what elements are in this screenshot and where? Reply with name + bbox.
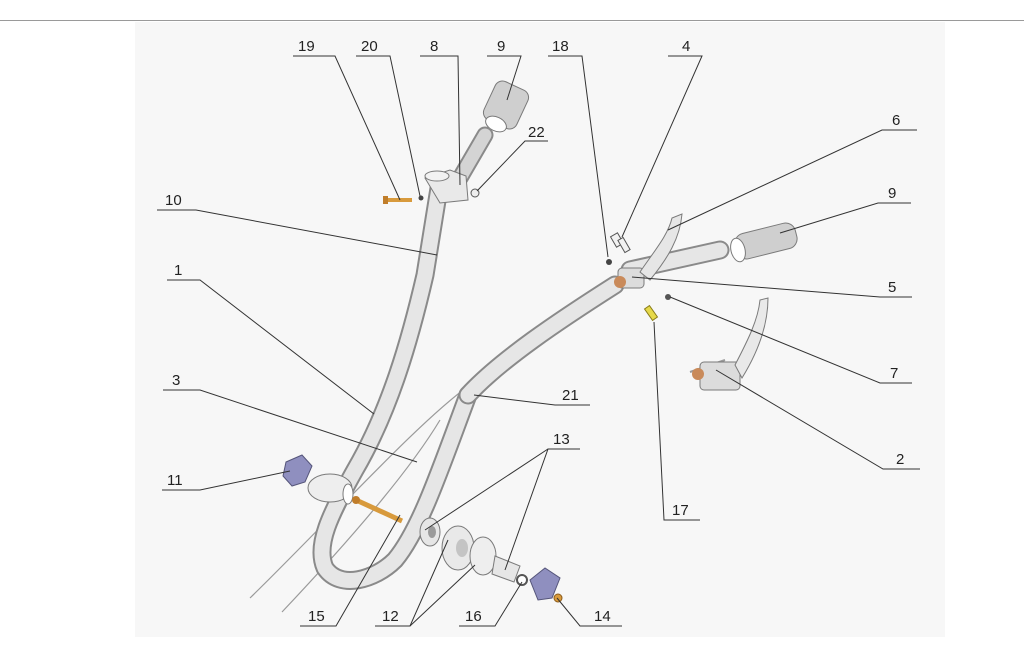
leader-17 <box>653 321 700 521</box>
leader-18 <box>548 55 609 258</box>
callout-numbers: 19 20 8 9 18 4 22 6 9 10 5 1 7 3 21 2 13… <box>165 38 904 625</box>
leader-3 <box>163 389 418 463</box>
leader-19 <box>293 55 401 201</box>
upper-grip <box>482 80 530 133</box>
leader-4 <box>621 55 703 238</box>
top-rule <box>0 20 1024 21</box>
lever-assembly-2 <box>689 297 769 391</box>
right-lever <box>639 213 683 281</box>
callout-15: 15 <box>308 608 325 625</box>
leader-lines <box>157 55 920 627</box>
callout-18: 18 <box>552 38 569 55</box>
leader-13b <box>504 448 580 571</box>
cable <box>249 384 471 599</box>
leader-9b <box>779 202 911 234</box>
leader-2 <box>715 369 920 470</box>
callout-20: 20 <box>361 38 378 55</box>
leader-6 <box>667 129 917 231</box>
copper-ring-right <box>614 276 626 288</box>
callout-5: 5 <box>888 279 896 296</box>
leader-20 <box>356 55 421 197</box>
upper-clamp-cap <box>424 170 450 182</box>
leader-1 <box>167 279 375 415</box>
part-20 <box>418 195 424 201</box>
part-7 <box>665 294 671 300</box>
leader-8 <box>420 55 461 186</box>
callout-9b: 9 <box>888 185 896 202</box>
callout-14: 14 <box>594 608 611 625</box>
bolt-15 <box>352 496 404 524</box>
leader-11 <box>162 470 291 491</box>
callout-17: 17 <box>672 502 689 519</box>
callout-2: 2 <box>896 451 904 468</box>
bolt-19 <box>383 196 412 204</box>
callout-13: 13 <box>553 431 570 448</box>
callout-1: 1 <box>174 262 182 279</box>
knob-14 <box>529 567 563 603</box>
disc-12b <box>469 536 497 576</box>
cone-13b <box>491 555 521 583</box>
callout-8: 8 <box>430 38 438 55</box>
callout-11: 11 <box>167 472 183 489</box>
disc-13a <box>419 517 441 547</box>
callout-19: 19 <box>298 38 315 55</box>
washer-16 <box>516 574 528 586</box>
disc-12a <box>441 525 475 571</box>
right-grip <box>730 222 798 263</box>
leader-16 <box>459 581 523 627</box>
left-handle-tube-fill <box>314 174 476 588</box>
leader-15 <box>300 514 401 627</box>
leader-7 <box>669 296 912 384</box>
leader-5 <box>631 276 912 298</box>
upper-bar-fill <box>453 128 492 185</box>
callout-22: 22 <box>528 124 545 141</box>
hub-cup <box>307 473 354 505</box>
callout-6: 6 <box>892 112 900 129</box>
pin-4 <box>609 232 631 254</box>
callout-21: 21 <box>562 387 579 404</box>
parts <box>249 80 798 613</box>
leader-10 <box>157 209 438 256</box>
part-18 <box>606 259 612 265</box>
leader-22 <box>476 140 548 192</box>
callout-4: 4 <box>682 38 690 55</box>
callout-10: 10 <box>165 192 182 209</box>
callout-3: 3 <box>172 372 180 389</box>
callout-12: 12 <box>382 608 399 625</box>
knob-11 <box>282 454 313 487</box>
callout-9a: 9 <box>497 38 505 55</box>
pin-17 <box>643 304 659 322</box>
right-handle-tube-fill <box>460 277 623 403</box>
leader-21 <box>473 394 590 406</box>
callout-16: 16 <box>465 608 482 625</box>
callout-7: 7 <box>890 365 898 382</box>
leader-9a <box>487 55 522 101</box>
leader-12b <box>375 564 476 627</box>
leader-14 <box>556 597 622 627</box>
